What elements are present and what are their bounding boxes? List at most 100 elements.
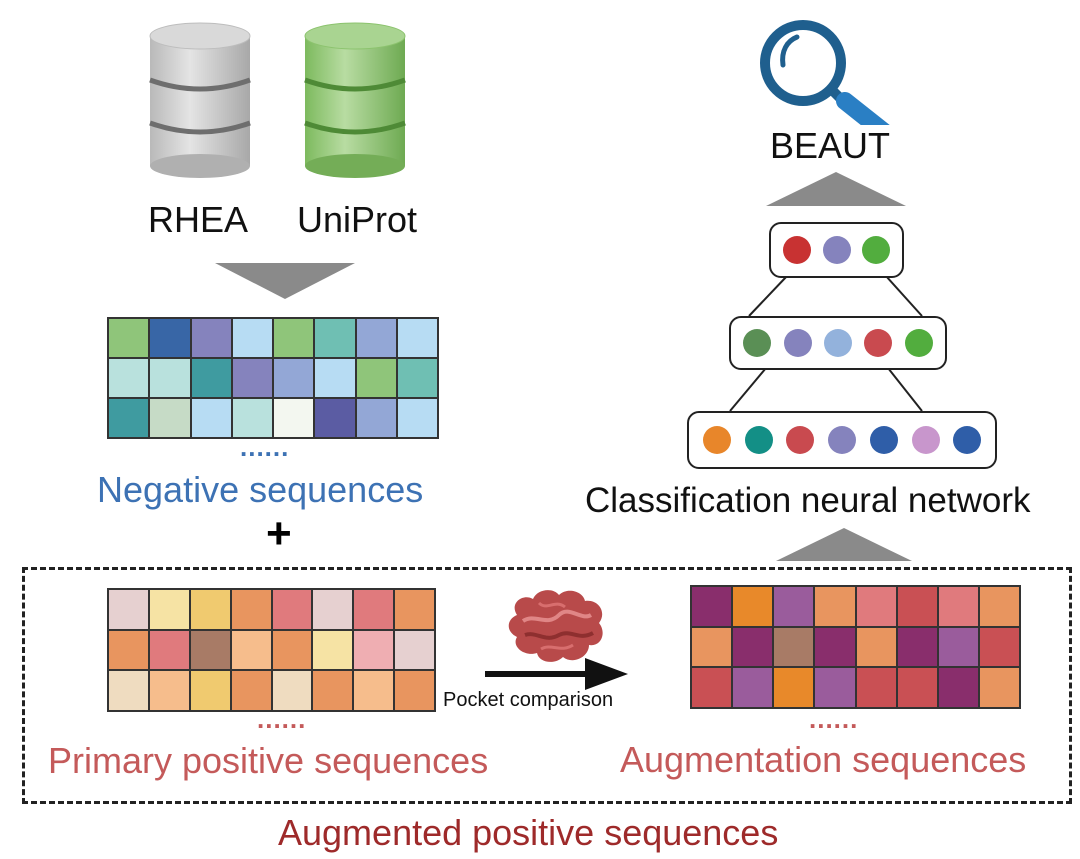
primary-ellipsis: ...... — [257, 704, 307, 734]
sequence-cell — [937, 667, 979, 708]
sequence-cell — [855, 626, 897, 668]
sequence-cell — [394, 589, 435, 630]
sequence-cell — [271, 589, 313, 630]
sequence-cell — [896, 667, 938, 708]
sequence-cell — [312, 670, 354, 711]
sequence-cell — [978, 667, 1020, 708]
classification-network-label: Classification neural network — [585, 481, 1031, 520]
sequence-cell — [149, 358, 191, 398]
sequence-cell — [732, 586, 774, 627]
sequence-cell — [231, 358, 273, 398]
sequence-cell — [396, 398, 438, 438]
sequence-cell — [273, 358, 315, 398]
sequence-cell — [190, 358, 232, 398]
sequence-cell — [231, 318, 273, 358]
sequence-cell — [814, 626, 856, 668]
sequence-cell — [273, 318, 315, 358]
sequence-cell — [353, 589, 395, 630]
down-arrow-icon — [215, 263, 355, 299]
plus-sign: + — [266, 509, 292, 558]
sequence-cell — [353, 629, 395, 671]
up-arrow-icon — [766, 172, 906, 206]
sequence-cell — [691, 626, 733, 668]
network-node — [702, 426, 731, 454]
sequence-cell — [189, 629, 231, 671]
sequence-cell — [230, 629, 272, 671]
sequence-cell — [312, 589, 354, 630]
network-node — [953, 426, 982, 454]
augmentation-sequence-grid — [690, 585, 1021, 709]
sequence-cell — [231, 398, 273, 438]
pocket-comparison-label: Pocket comparison — [443, 689, 614, 711]
sequence-cell — [355, 318, 397, 358]
sequence-cell — [773, 626, 815, 668]
primary-positive-label: Primary positive sequences — [48, 740, 489, 781]
augmentation-ellipsis: ...... — [809, 704, 859, 734]
network-node — [828, 426, 856, 454]
uniprot-label: UniProt — [297, 199, 418, 240]
sequence-cell — [230, 670, 272, 711]
sequence-cell — [189, 670, 231, 711]
sequence-cell — [271, 629, 313, 671]
sequence-cell — [855, 586, 897, 627]
beaut-label: BEAUT — [770, 125, 891, 166]
network-node — [862, 236, 891, 264]
sequence-cell — [691, 586, 733, 627]
sequence-cell — [814, 667, 856, 708]
sequence-cell — [773, 667, 815, 708]
sequence-cell — [937, 586, 979, 627]
sequence-cell — [732, 667, 774, 708]
network-node — [823, 329, 852, 357]
sequence-cell — [271, 670, 313, 711]
sequence-cell — [896, 586, 938, 627]
sequence-cell — [855, 667, 897, 708]
sequence-cell — [312, 629, 354, 671]
pocket-comparison-arrow-icon — [485, 658, 628, 690]
network-node — [786, 426, 815, 454]
negative-ellipsis: ...... — [240, 432, 290, 462]
network-node — [743, 329, 772, 357]
augmented-positive-box — [22, 567, 1072, 804]
protein-structure-icon — [508, 590, 603, 662]
sequence-cell — [273, 398, 315, 438]
sequence-cell — [937, 626, 979, 668]
sequence-cell — [149, 398, 191, 438]
sequence-cell — [896, 626, 938, 668]
rhea-database-icon — [149, 22, 251, 178]
sequence-cell — [148, 670, 190, 711]
network-node — [782, 236, 811, 264]
sequence-cell — [108, 670, 149, 711]
augmented-positive-label: Augmented positive sequences — [278, 812, 779, 853]
sequence-cell — [108, 398, 150, 438]
sequence-cell — [314, 398, 356, 438]
sequence-cell — [314, 318, 356, 358]
sequence-cell — [394, 629, 435, 671]
primary-sequence-grid — [107, 588, 436, 712]
sequence-cell — [691, 667, 733, 708]
sequence-cell — [394, 670, 435, 711]
sequence-cell — [978, 626, 1020, 668]
sequence-cell — [353, 670, 395, 711]
network-node — [869, 426, 898, 454]
negative-sequences-label: Negative sequences — [97, 469, 424, 510]
network-node — [911, 426, 940, 454]
sequence-cell — [189, 589, 231, 630]
network-node — [744, 426, 773, 454]
network-input-layer — [687, 411, 997, 469]
sequence-cell — [148, 629, 190, 671]
network-hidden-layer — [729, 316, 947, 370]
sequence-cell — [108, 629, 149, 671]
sequence-cell — [355, 358, 397, 398]
sequence-cell — [190, 318, 232, 358]
network-node — [822, 236, 851, 264]
sequence-cell — [396, 358, 438, 398]
network-output-layer — [769, 222, 904, 278]
network-node — [783, 329, 812, 357]
sequence-cell — [148, 589, 190, 630]
sequence-cell — [149, 318, 191, 358]
uniprot-database-icon — [304, 22, 406, 178]
sequence-cell — [230, 589, 272, 630]
sequence-cell — [814, 586, 856, 627]
sequence-cell — [978, 586, 1020, 627]
